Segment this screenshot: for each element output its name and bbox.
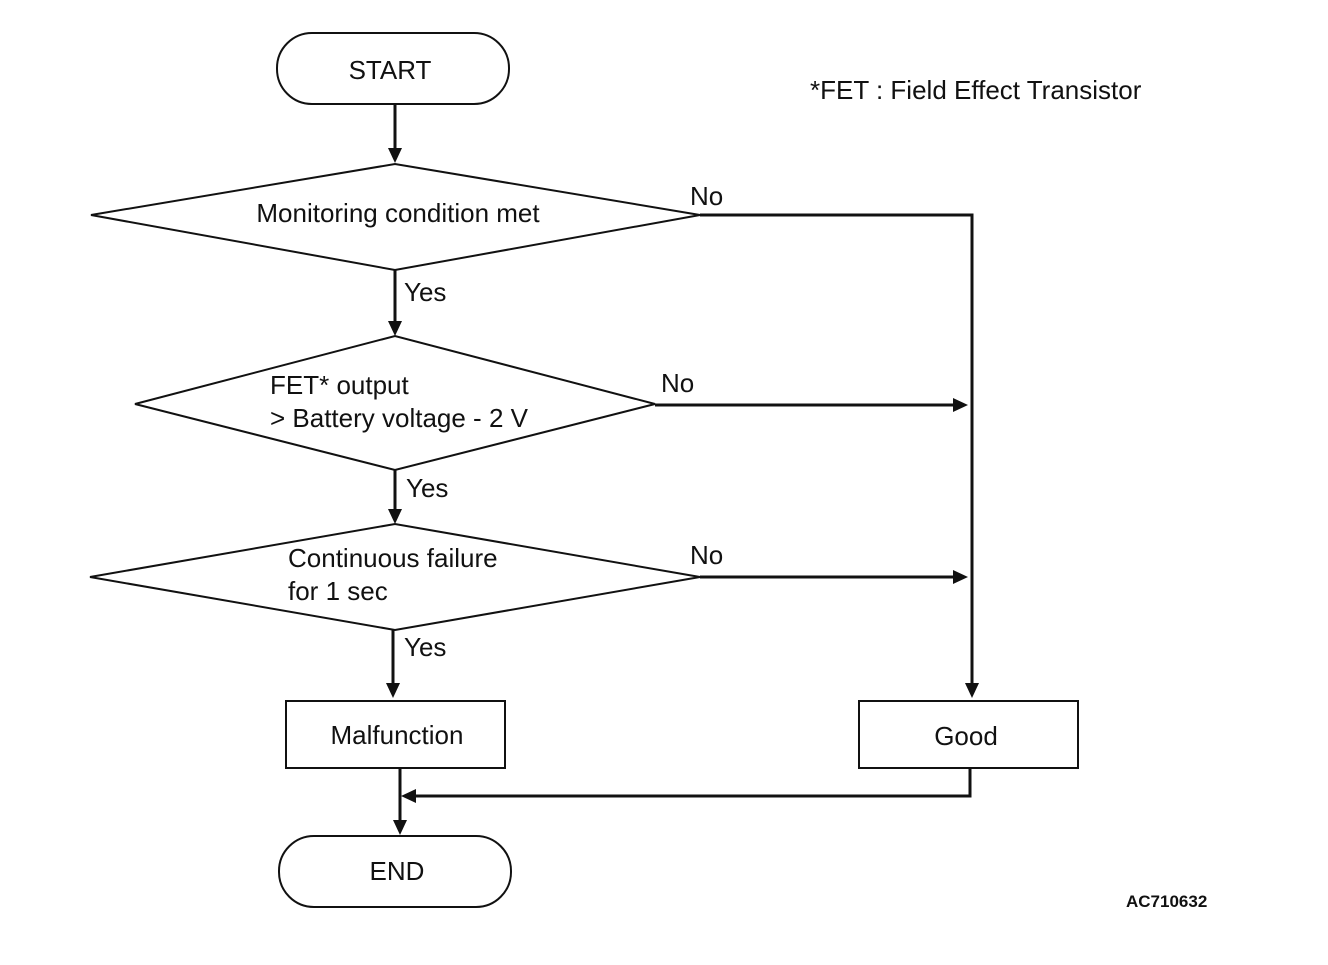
- edge-label-yes: Yes: [404, 277, 446, 307]
- malfunction-label: Malfunction: [331, 720, 464, 750]
- arrowhead: [393, 820, 407, 835]
- edge-label-no: No: [690, 540, 723, 570]
- edge-label-no: No: [661, 368, 694, 398]
- arrowhead: [388, 509, 402, 524]
- edge-label-yes: Yes: [406, 473, 448, 503]
- start-terminator: [276, 32, 510, 105]
- decision-fet-label-line2: > Battery voltage - 2 V: [270, 403, 529, 433]
- start-label: START: [349, 55, 432, 85]
- decision-monitoring-label: Monitoring condition met: [256, 198, 540, 228]
- malfunction-box: [285, 700, 506, 769]
- footnote: *FET : Field Effect Transistor: [810, 75, 1142, 105]
- arrowhead: [388, 321, 402, 336]
- arrowhead: [965, 683, 979, 698]
- flow-good-to-merge: [414, 768, 972, 798]
- end-terminator: [278, 835, 512, 908]
- decision-continuous-label-line2: for 1 sec: [288, 576, 388, 606]
- arrowhead: [386, 683, 400, 698]
- arrowhead: [953, 398, 968, 412]
- decision-continuous-label-line1: Continuous failure: [288, 543, 498, 573]
- edge-label-no: No: [690, 181, 723, 211]
- arrowhead: [401, 789, 416, 803]
- decision-continuous-failure: [89, 522, 701, 632]
- good-label: Good: [934, 721, 998, 751]
- end-label: END: [370, 856, 425, 886]
- edge-label-yes: Yes: [404, 632, 446, 662]
- flow-monitoring-no: [700, 213, 974, 685]
- decision-fet-label-line1: FET* output: [270, 370, 410, 400]
- figure-code: AC710632: [1126, 892, 1207, 911]
- arrowhead: [388, 148, 402, 163]
- arrowhead: [953, 570, 968, 584]
